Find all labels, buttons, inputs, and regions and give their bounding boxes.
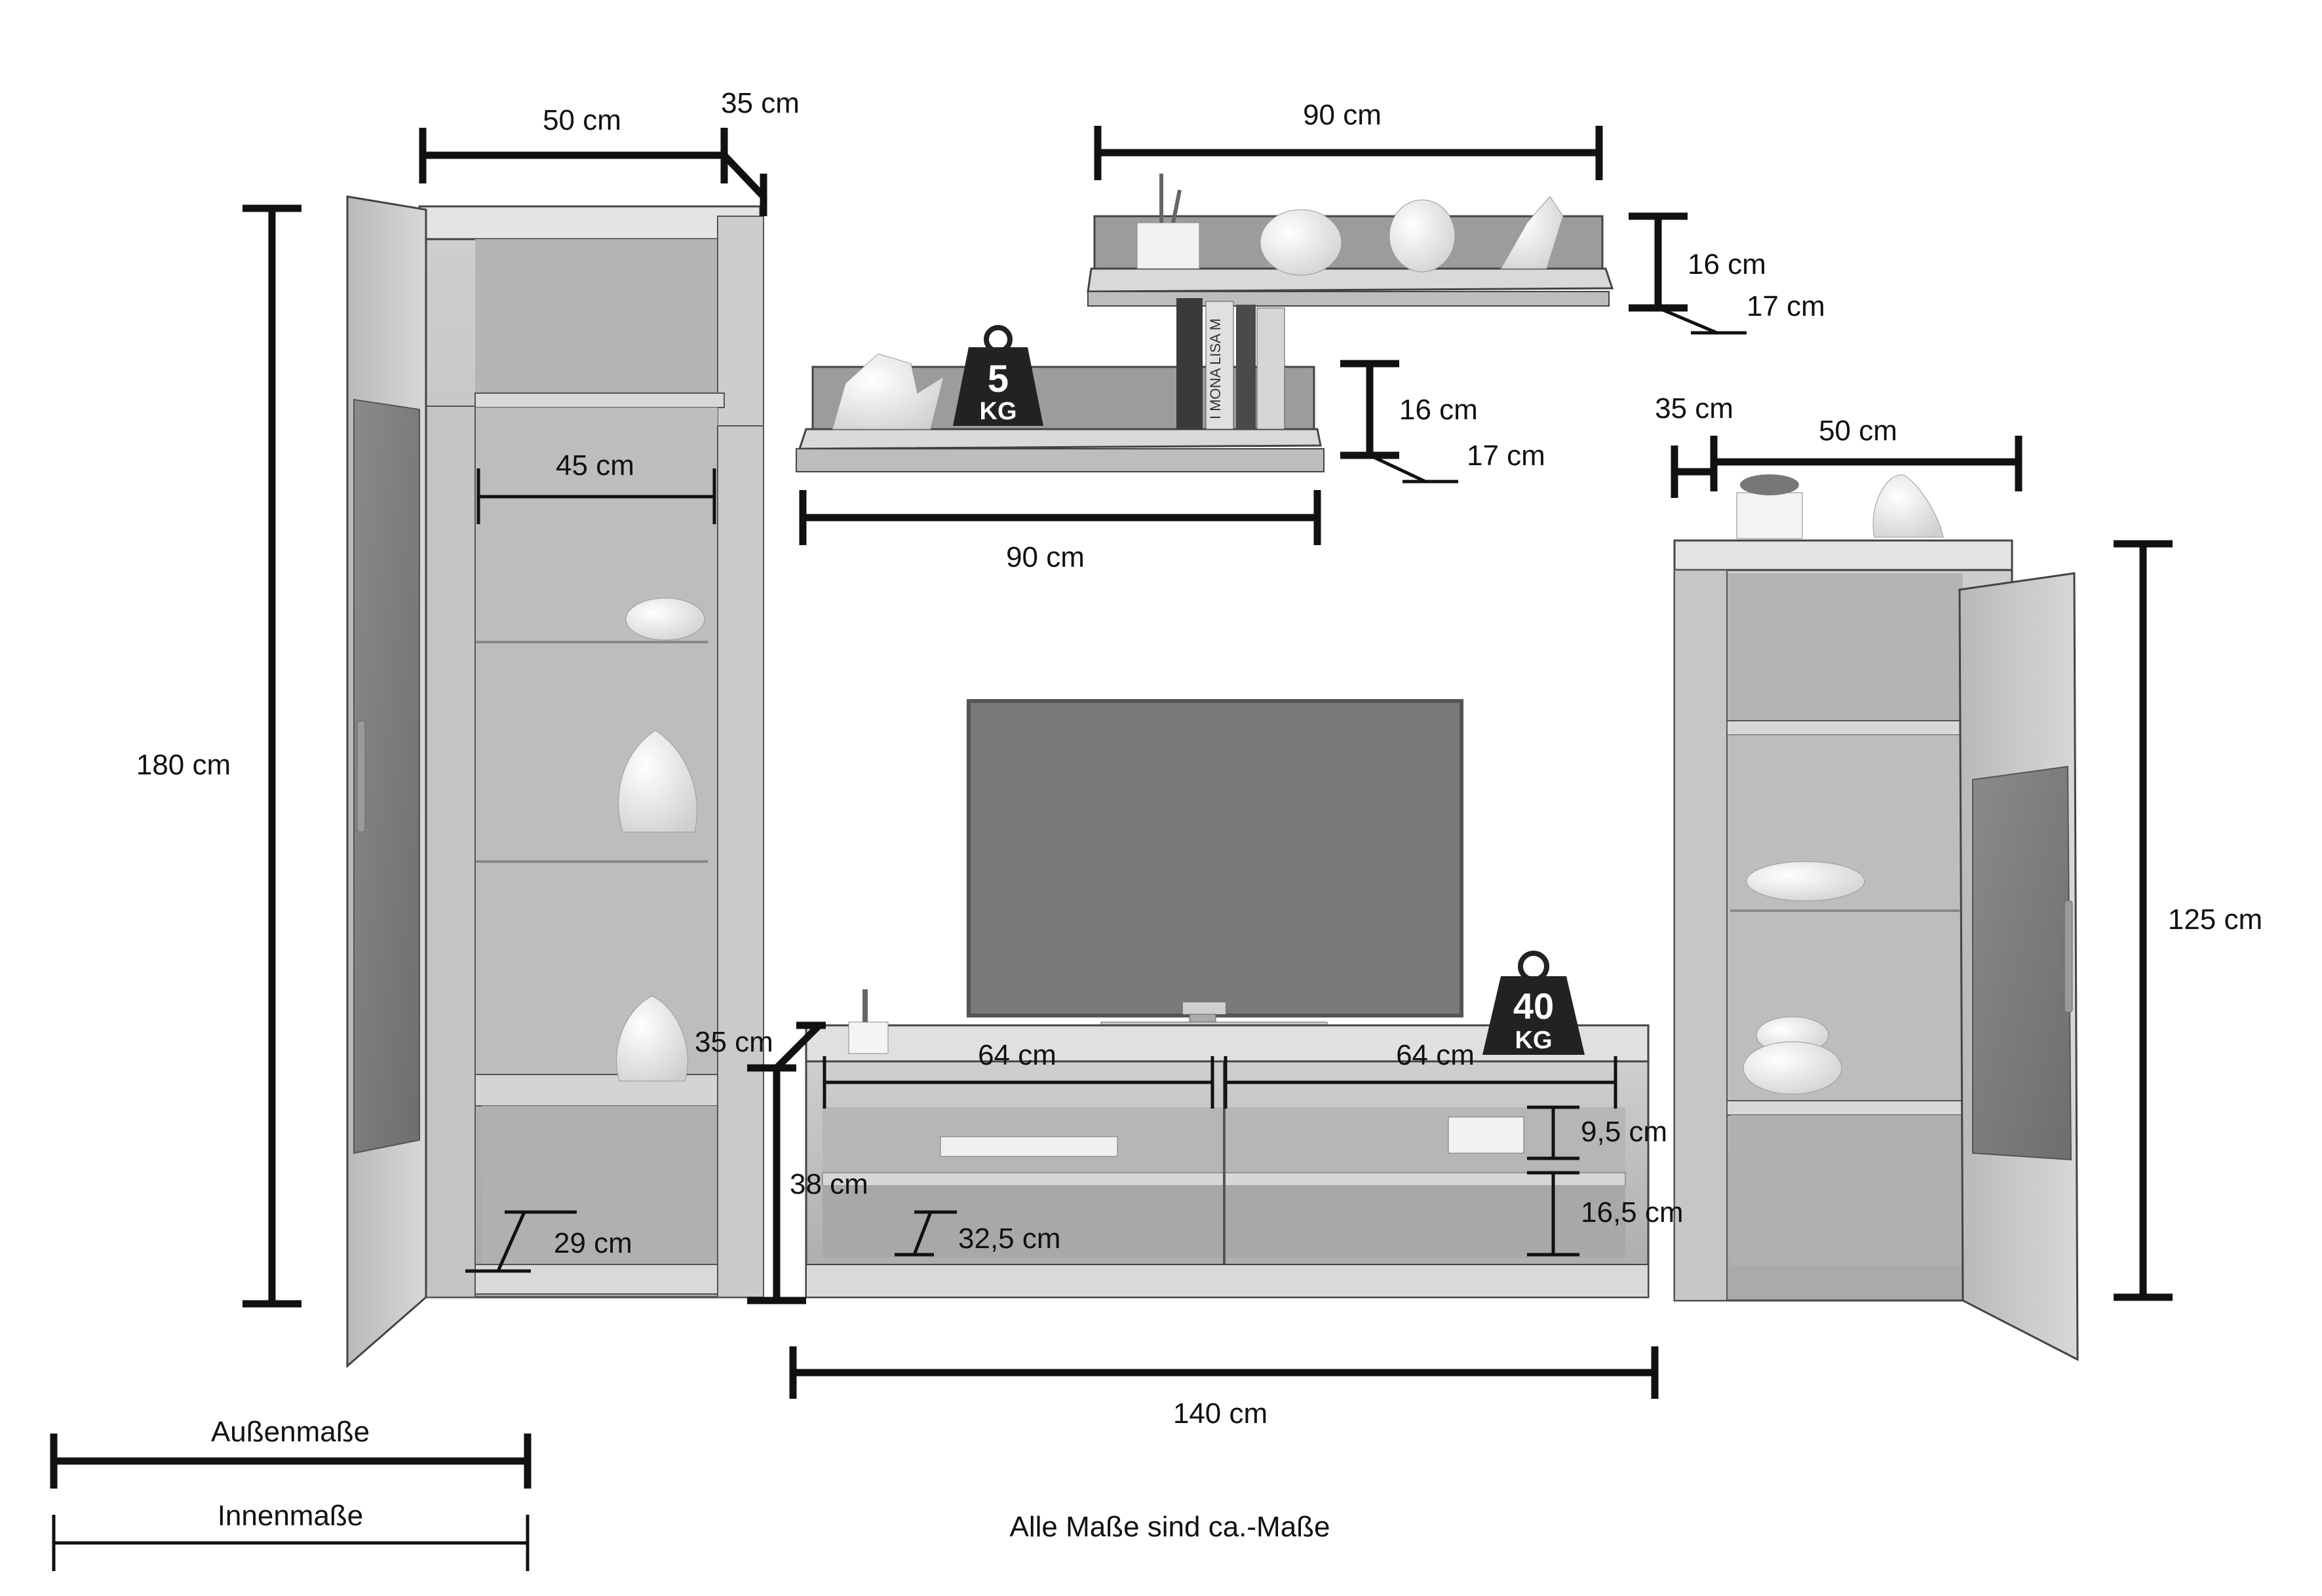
label-tv-board-inner-lower-height: 16,5 cm [1581, 1196, 1684, 1228]
label-tv-board-height: 38 cm [790, 1168, 868, 1200]
lower-wall-shelf: I MONA LISA M [796, 298, 1325, 472]
shelf-load-badge: 5 KG [953, 325, 1043, 426]
shelf-load-unit: KG [980, 398, 1017, 425]
television [967, 699, 1463, 1052]
label-vitrine-left-inner-width: 45 cm [556, 449, 634, 482]
footnote: Alle Maße sind ca.-Maße [1009, 1511, 1330, 1543]
dimension-labels: 50 cm 35 cm 180 cm 45 cm 29 cm 90 cm 16 … [136, 87, 2262, 1543]
label-vitrine-left-inner-depth: 29 cm [554, 1227, 632, 1259]
tv-board-load-unit: KG [1515, 1027, 1553, 1054]
label-shelf-top-height: 16 cm [1688, 248, 1766, 280]
label-shelf-top-width: 90 cm [1303, 99, 1382, 131]
label-shelf-lower-depth: 17 cm [1467, 440, 1545, 472]
label-tv-board-depth: 35 cm [695, 1026, 773, 1058]
upper-wall-shelf [1087, 174, 1614, 307]
label-vitrine-right-width: 50 cm [1819, 415, 1897, 447]
right-vitrine [1673, 474, 2079, 1361]
label-shelf-lower-height: 16 cm [1399, 394, 1478, 426]
label-shelf-top-depth: 17 cm [1747, 290, 1825, 322]
label-tv-board-width: 140 cm [1173, 1397, 1267, 1430]
legend-outer-label: Außenmaße [211, 1416, 370, 1448]
label-vitrine-left-height: 180 cm [136, 749, 231, 781]
label-tv-board-inner-upper-height: 9,5 cm [1581, 1116, 1667, 1148]
label-tv-board-inner-depth: 32,5 cm [958, 1223, 1061, 1255]
dimension-lines [50, 126, 2173, 1571]
tv-board-load-badge: 40 KG [1482, 951, 1585, 1055]
label-vitrine-left-width: 50 cm [543, 104, 621, 136]
tv-board-load-number: 40 [1513, 985, 1554, 1027]
label-tv-board-inner-right-width: 64 cm [1396, 1039, 1475, 1071]
legend-inner-label: Innenmaße [218, 1500, 364, 1532]
label-vitrine-right-depth: 35 cm [1655, 392, 1733, 425]
left-vitrine [346, 195, 764, 1369]
label-shelf-lower-width: 90 cm [1006, 541, 1085, 573]
label-vitrine-right-height: 125 cm [2168, 903, 2262, 936]
shelf-load-number: 5 [988, 358, 1009, 400]
book-spine-text: I MONA LISA M [1207, 318, 1224, 419]
label-vitrine-left-depth: 35 cm [721, 87, 800, 119]
label-tv-board-inner-left-width: 64 cm [978, 1039, 1056, 1071]
